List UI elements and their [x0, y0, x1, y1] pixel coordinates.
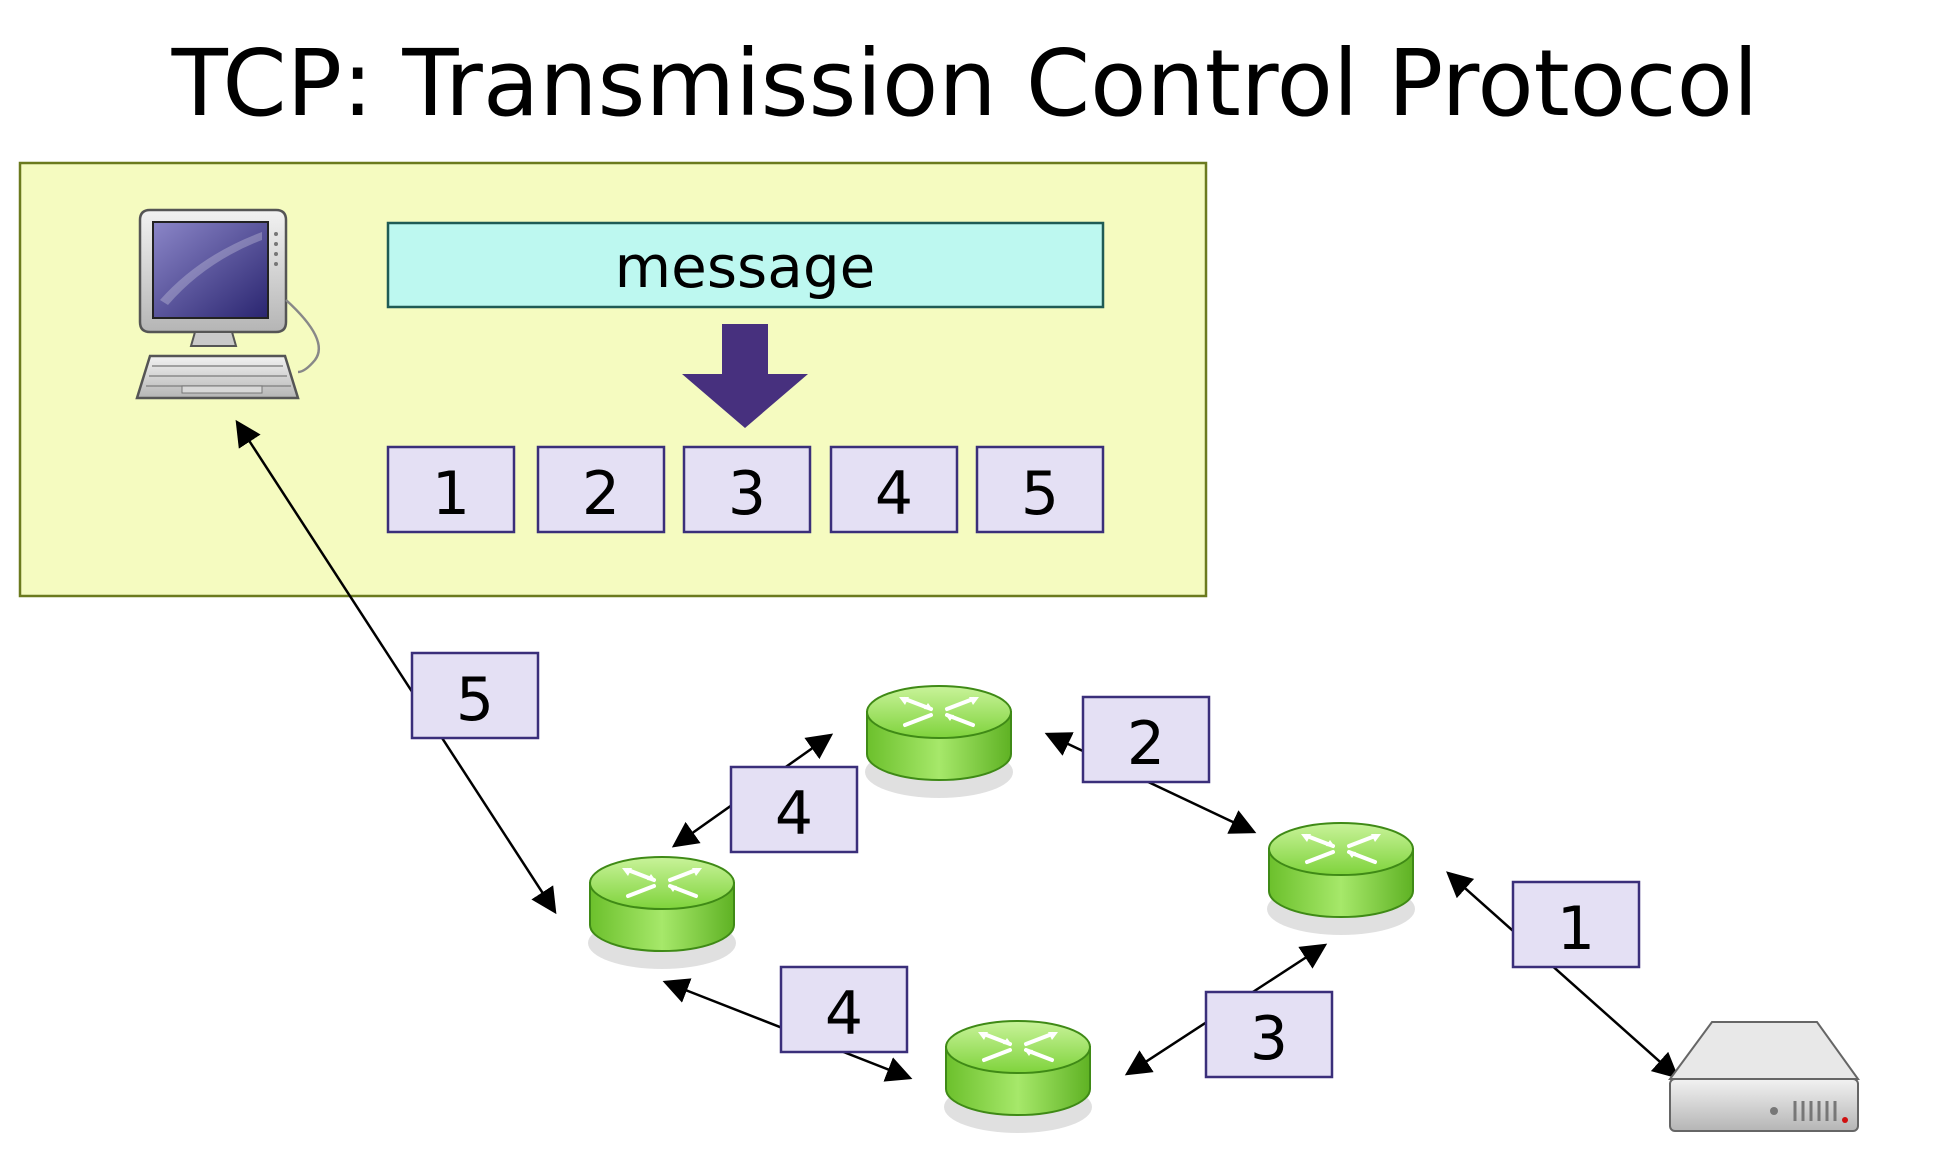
segment-row: 1 2 3 4 5 — [386, 445, 1105, 534]
segment-box — [536, 445, 666, 534]
packet-label: 2 — [1127, 709, 1165, 779]
packet-box — [729, 765, 859, 854]
packet-label: 3 — [1250, 1004, 1288, 1074]
packet-box — [1511, 880, 1641, 969]
packet-label: 4 — [825, 979, 863, 1049]
packet-label: 1 — [1557, 894, 1595, 964]
packet-label: 5 — [456, 665, 494, 735]
segment-box — [829, 445, 959, 534]
desktop-computer-icon — [135, 208, 321, 400]
packet-box — [779, 965, 909, 1054]
segment-box — [682, 445, 812, 534]
message-block — [386, 221, 1105, 309]
router-icon — [942, 1019, 1094, 1135]
message-label: message — [615, 233, 876, 301]
page-title: TCP: Transmission Control Protocol — [171, 30, 1759, 137]
server-icon — [1668, 1021, 1860, 1132]
segment-box — [975, 445, 1105, 534]
segment-label: 3 — [728, 459, 766, 529]
packet-box — [1204, 990, 1334, 1079]
router-icon — [1265, 821, 1417, 937]
split-down-arrow-icon — [682, 324, 808, 428]
segment-label: 1 — [432, 459, 470, 529]
packets-in-transit: 5 2 4 1 4 3 — [410, 651, 1641, 1079]
router-icon — [863, 684, 1015, 800]
packet-box — [1081, 695, 1211, 784]
segment-label: 2 — [582, 459, 620, 529]
packet-box — [410, 651, 540, 740]
link-router-server — [1446, 871, 1679, 1079]
packet-label: 4 — [775, 779, 813, 849]
segment-label: 4 — [875, 459, 913, 529]
router-icon — [586, 855, 738, 971]
link-sender-router — [235, 419, 557, 915]
segment-label: 5 — [1021, 459, 1059, 529]
